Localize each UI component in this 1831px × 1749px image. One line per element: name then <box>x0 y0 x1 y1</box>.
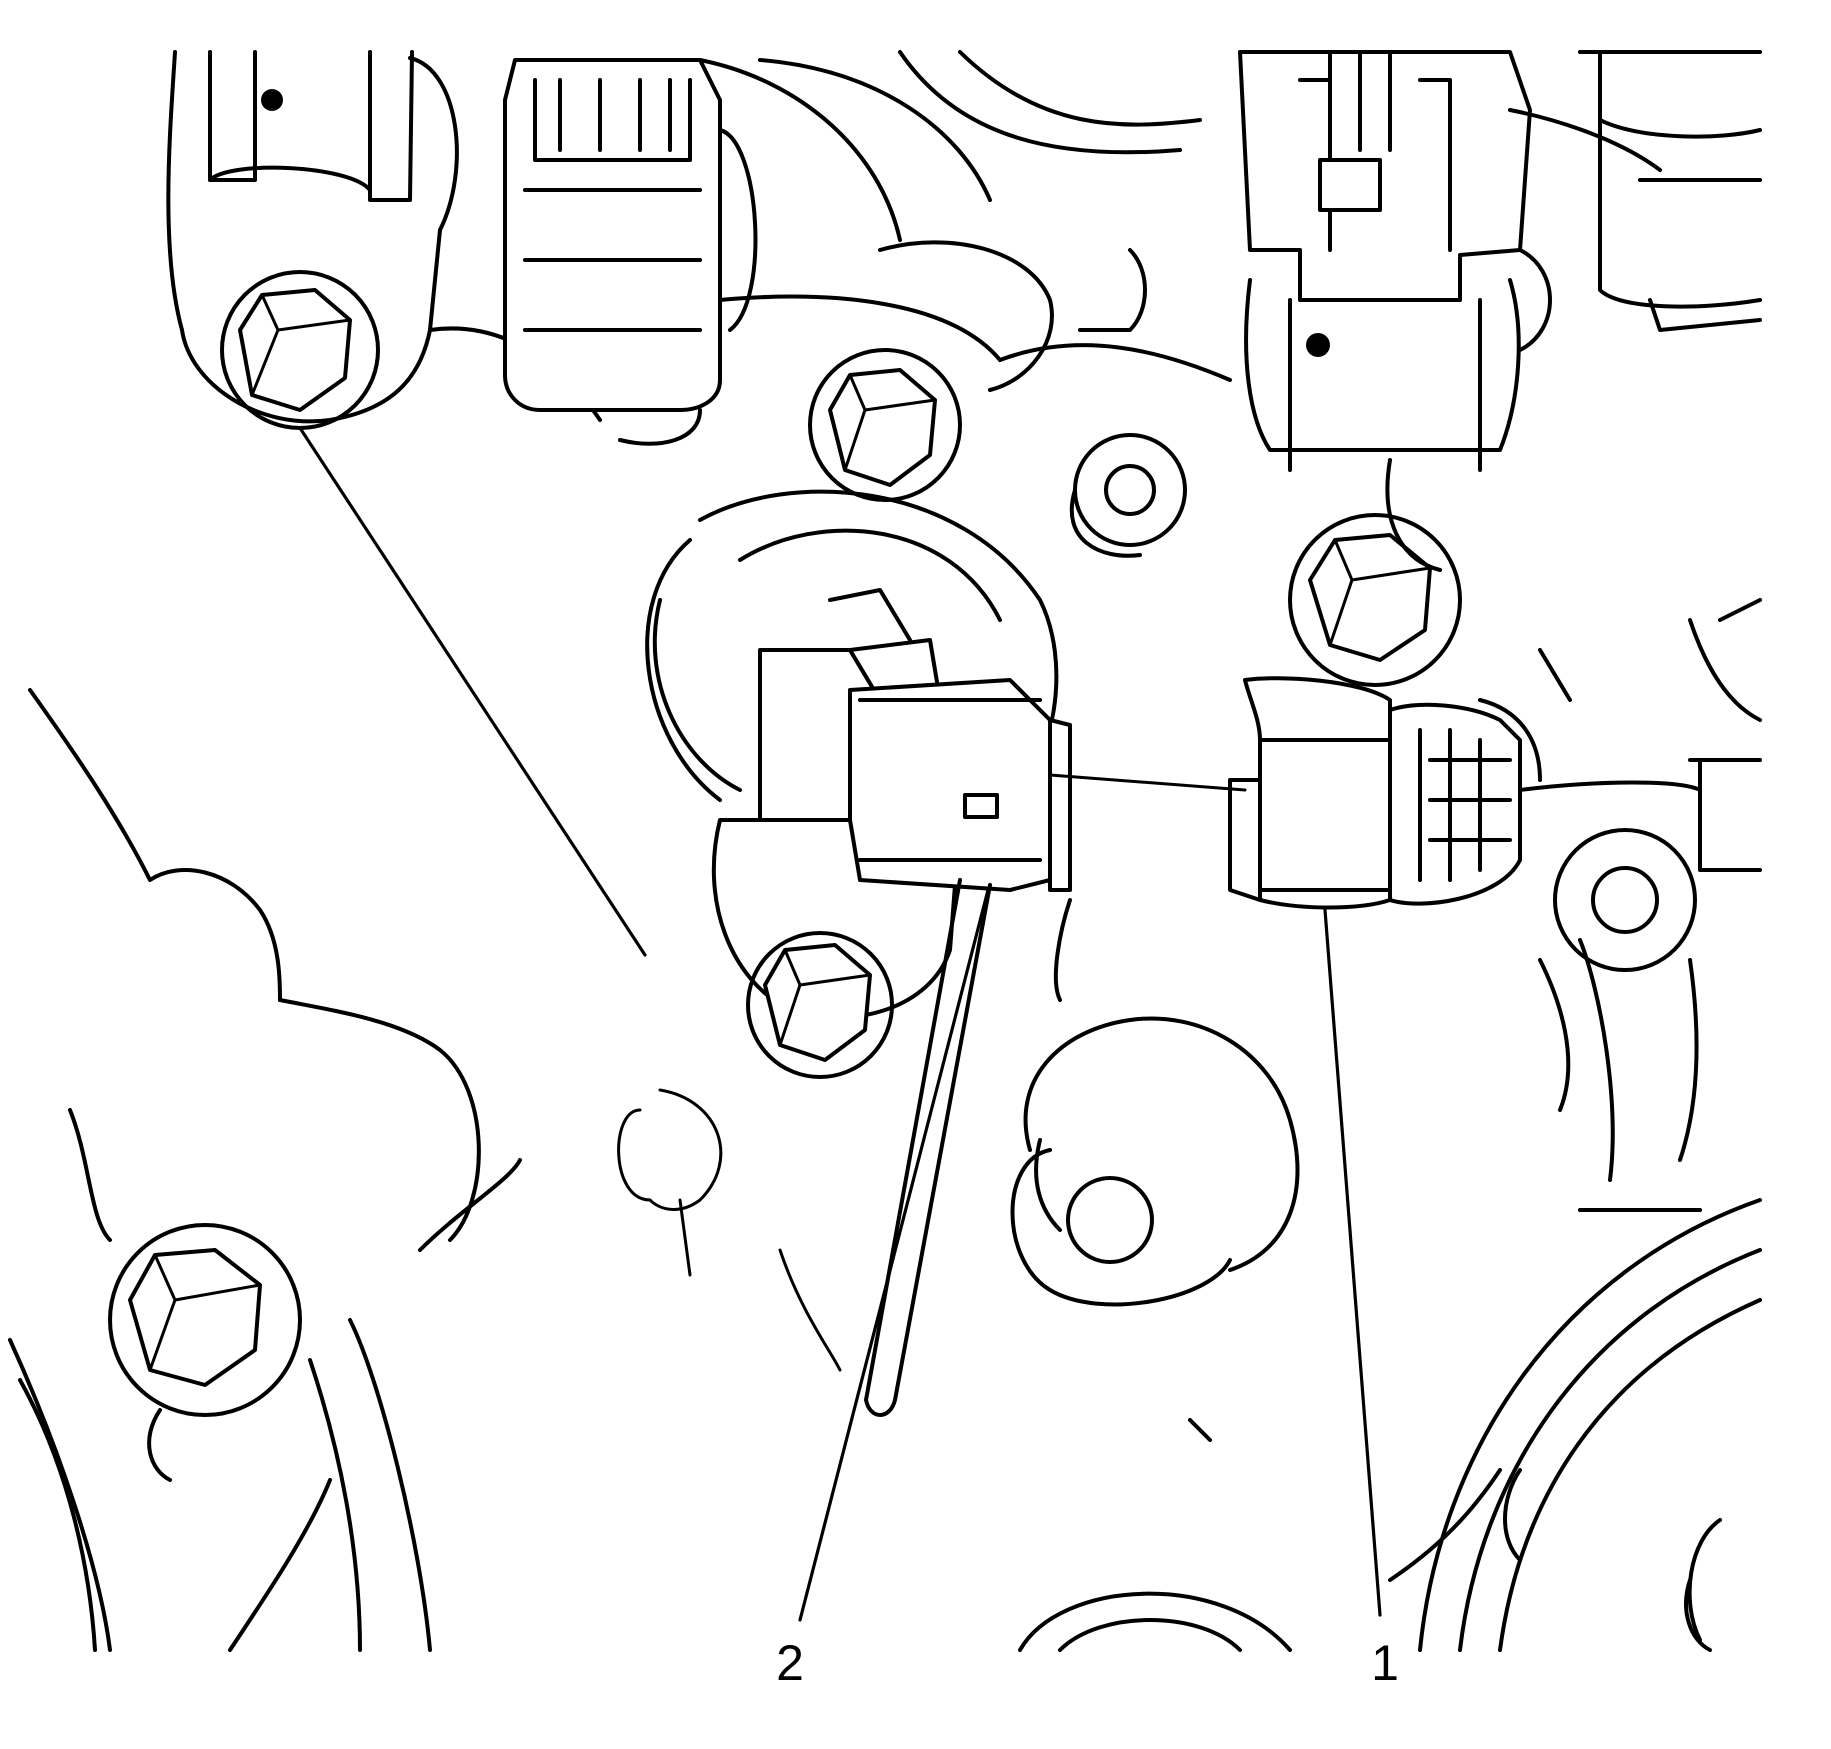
lower-center-boss <box>1010 1016 1300 1307</box>
upper-right-connector <box>1238 50 1662 472</box>
bottom-arcs <box>1018 1591 1292 1652</box>
leader-line-1 <box>1323 908 1382 1617</box>
sensor-probe <box>864 878 992 1417</box>
lower-right-pulley <box>1388 1198 1762 1652</box>
center-boss <box>1069 433 1187 558</box>
leader-line-upper-left <box>298 426 647 957</box>
lower-left-housing <box>8 688 522 1652</box>
bolt-center-top <box>808 348 962 502</box>
detail-lines <box>1053 458 1572 1442</box>
upper-right-actuator <box>1578 50 1762 332</box>
top-center-housing <box>698 50 1232 392</box>
callout-label-1: 1 <box>1371 1635 1399 1691</box>
upper-left-connector <box>503 58 758 446</box>
bolt-sensor-lower <box>746 931 894 1079</box>
harness-connector-1 <box>1048 676 1542 910</box>
bolt-upper-right <box>1288 513 1462 687</box>
callout-label-2: 2 <box>776 1635 804 1691</box>
right-bracket <box>1518 598 1762 1212</box>
leader-line-2 <box>798 888 990 1622</box>
bolt-upper-left <box>220 270 380 430</box>
small-boss-left <box>617 1088 842 1372</box>
bolt-lower-left <box>108 1223 302 1482</box>
